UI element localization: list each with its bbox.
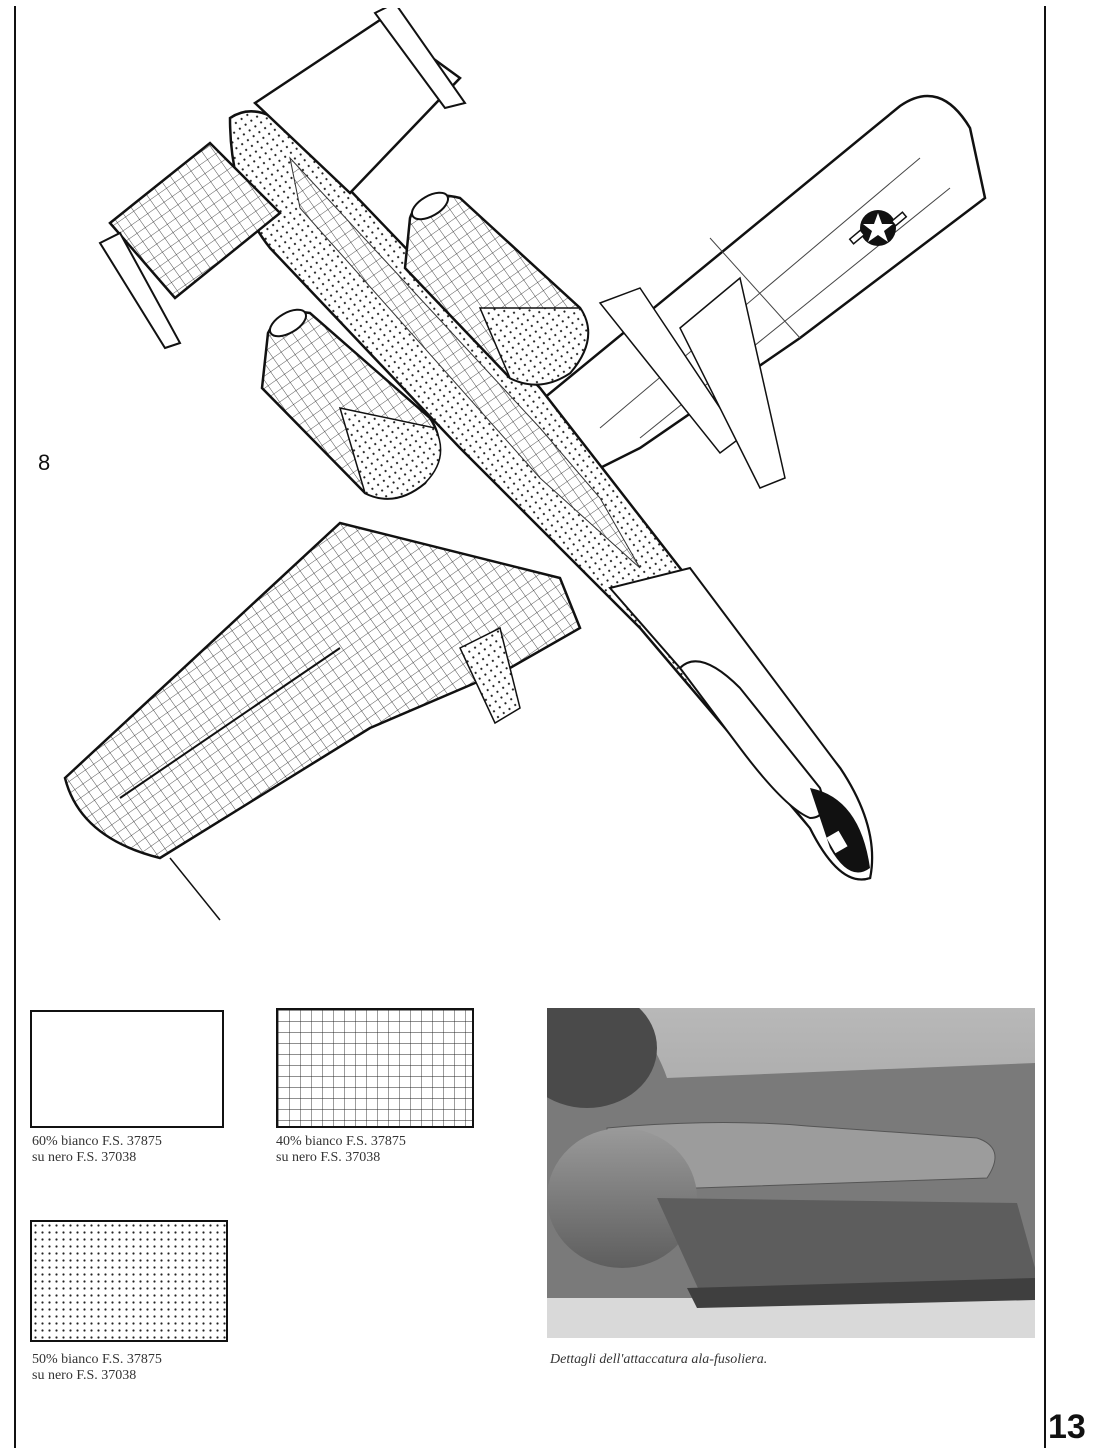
page-number: 13 xyxy=(1048,1408,1086,1446)
tail-upper xyxy=(253,1,467,195)
legend-label-line1: 50% bianco F.S. 37875 xyxy=(32,1352,162,1367)
legend-text-plain: 60% bianco F.S. 37875 su nero F.S. 37038 xyxy=(32,1134,162,1166)
left-wing xyxy=(63,521,582,921)
engine-left xyxy=(260,308,442,500)
engine-right xyxy=(403,191,590,386)
legend-text-dots: 50% bianco F.S. 37875 su nero F.S. 37038 xyxy=(32,1352,162,1384)
legend-swatch-plain xyxy=(30,1010,224,1128)
legend-swatch-dots xyxy=(30,1220,228,1342)
tail-lower xyxy=(98,141,282,350)
legend-label-line2: su nero F.S. 37038 xyxy=(276,1150,381,1165)
photo-caption: Dettagli dell'attaccatura ala-fusoliera. xyxy=(550,1352,768,1367)
legend-label-line1: 40% bianco F.S. 37875 xyxy=(276,1134,406,1149)
legend-swatch-grid xyxy=(276,1008,474,1128)
star-insignia-icon xyxy=(848,210,908,246)
legend-text-grid: 40% bianco F.S. 37875 su nero F.S. 37038 xyxy=(276,1134,406,1166)
wing-fuselage-photo xyxy=(547,1008,1035,1338)
right-wing xyxy=(508,94,987,490)
aircraft-plan-drawing xyxy=(40,1,1000,948)
legend-label-line2: su nero F.S. 37038 xyxy=(32,1368,137,1383)
legend-label-line2: su nero F.S. 37038 xyxy=(32,1150,137,1165)
plate-number: 8 xyxy=(38,450,51,475)
page-rule-left xyxy=(14,6,16,1448)
page-rule-right xyxy=(1044,6,1046,1448)
legend-label-line1: 60% bianco F.S. 37875 xyxy=(32,1134,162,1149)
